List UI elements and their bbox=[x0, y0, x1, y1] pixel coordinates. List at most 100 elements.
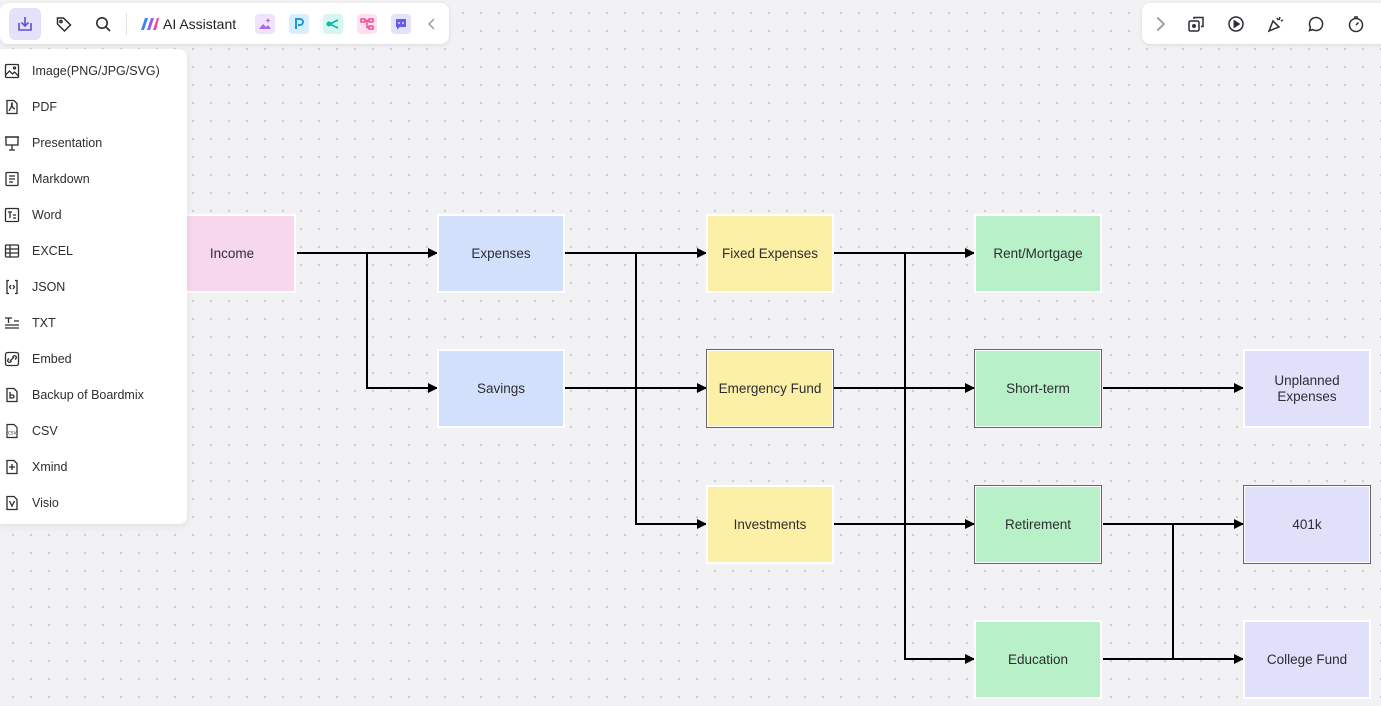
tag-icon bbox=[56, 16, 72, 32]
node-savings[interactable]: Savings bbox=[437, 349, 565, 428]
collapse-toolbar-button[interactable] bbox=[422, 12, 442, 36]
node-retirement[interactable]: Retirement bbox=[974, 485, 1102, 564]
image-generator-app[interactable] bbox=[255, 13, 276, 34]
node-label: Fixed Expenses bbox=[721, 245, 819, 261]
node-label: Investments bbox=[733, 516, 807, 532]
export-word-item[interactable]: Word bbox=[0, 197, 187, 233]
excel-icon bbox=[4, 243, 20, 259]
visio-icon bbox=[4, 495, 20, 511]
node-emergency-fund[interactable]: Emergency Fund bbox=[706, 349, 834, 428]
chat-app-icon bbox=[396, 18, 407, 29]
export-pdf-item[interactable]: PDF bbox=[0, 89, 187, 125]
ai-assistant-button[interactable]: AI Assistant bbox=[134, 8, 242, 40]
node-label: Expenses bbox=[471, 245, 531, 261]
menu-item-label: EXCEL bbox=[32, 244, 73, 258]
node-short-term[interactable]: Short-term bbox=[974, 349, 1102, 428]
node-label: College Fund bbox=[1266, 651, 1348, 667]
export-xmind-item[interactable]: Xmind bbox=[0, 449, 187, 485]
expand-toolbar-button[interactable] bbox=[1148, 12, 1172, 36]
comment-button[interactable] bbox=[1304, 12, 1328, 36]
node-label: Unplanned Expenses bbox=[1274, 372, 1340, 404]
menu-item-label: Presentation bbox=[32, 136, 103, 150]
node-401k[interactable]: 401k bbox=[1243, 485, 1371, 564]
word-icon bbox=[4, 207, 20, 223]
sticker-icon bbox=[1188, 16, 1204, 32]
menu-item-label: TXT bbox=[32, 316, 56, 330]
timer-icon bbox=[1348, 15, 1364, 32]
celebrate-button[interactable] bbox=[1264, 12, 1288, 36]
chat-app[interactable] bbox=[391, 13, 412, 34]
celebrate-icon bbox=[1267, 16, 1284, 32]
node-label: Short-term bbox=[1006, 380, 1070, 396]
node-label: Retirement bbox=[1004, 516, 1072, 532]
image-generator-icon bbox=[259, 17, 272, 29]
txt-icon bbox=[4, 315, 20, 331]
present-button[interactable] bbox=[1224, 12, 1248, 36]
export-menu: Image(PNG/JPG/SVG) PDF Presentation Mark… bbox=[0, 49, 187, 524]
export-json-item[interactable]: JSON bbox=[0, 269, 187, 305]
node-label: Income bbox=[209, 245, 255, 261]
node-college-fund[interactable]: College Fund bbox=[1243, 620, 1371, 699]
node-rent-mortgage[interactable]: Rent/Mortgage bbox=[974, 214, 1102, 293]
toolbar-divider bbox=[126, 12, 127, 35]
export-button[interactable] bbox=[9, 7, 41, 40]
menu-item-label: JSON bbox=[32, 280, 66, 294]
export-image-item[interactable]: Image(PNG/JPG/SVG) bbox=[0, 53, 187, 89]
export-embed-item[interactable]: Embed bbox=[0, 341, 187, 377]
ai-assistant-icon bbox=[141, 17, 159, 30]
flow-app[interactable] bbox=[323, 13, 344, 34]
svg-text:CSV: CSV bbox=[8, 431, 17, 436]
menu-item-label: Markdown bbox=[32, 172, 90, 186]
export-presentation-item[interactable]: Presentation bbox=[0, 125, 187, 161]
presentation-app-icon bbox=[295, 17, 305, 29]
menu-item-label: Embed bbox=[32, 352, 72, 366]
xmind-icon bbox=[4, 459, 20, 475]
timer-button[interactable] bbox=[1344, 12, 1368, 36]
chevron-left-icon bbox=[428, 17, 435, 30]
menu-item-label: Backup of Boardmix bbox=[32, 388, 144, 402]
menu-item-label: Xmind bbox=[32, 460, 68, 474]
chevron-right-icon bbox=[1156, 16, 1166, 31]
mindmap-app[interactable] bbox=[357, 13, 378, 34]
connector-expenses-investments bbox=[635, 253, 707, 529]
node-unplanned-expenses[interactable]: Unplanned Expenses bbox=[1243, 349, 1371, 428]
presentation-app[interactable] bbox=[289, 13, 310, 34]
export-txt-item[interactable]: TXT bbox=[0, 305, 187, 341]
presentation-icon bbox=[4, 135, 20, 151]
node-income[interactable]: Income bbox=[168, 214, 296, 293]
node-expenses[interactable]: Expenses bbox=[437, 214, 565, 293]
export-excel-item[interactable]: EXCEL bbox=[0, 233, 187, 269]
node-fixed-expenses[interactable]: Fixed Expenses bbox=[706, 214, 834, 293]
node-label: 401k bbox=[1292, 516, 1322, 532]
export-visio-item[interactable]: Visio bbox=[0, 485, 187, 521]
export-markdown-item[interactable]: Markdown bbox=[0, 161, 187, 197]
backup-icon bbox=[4, 387, 20, 403]
embed-icon bbox=[4, 351, 20, 367]
node-label: Education bbox=[1007, 651, 1069, 667]
menu-item-label: Visio bbox=[32, 496, 59, 510]
ai-assistant-label: AI Assistant bbox=[163, 15, 237, 32]
search-button[interactable] bbox=[87, 8, 119, 40]
main-toolbar: AI Assistant bbox=[0, 3, 449, 44]
image-icon bbox=[4, 63, 20, 79]
export-backup-item[interactable]: Backup of Boardmix bbox=[0, 377, 187, 413]
search-icon bbox=[96, 16, 111, 32]
mindmap-app-icon bbox=[360, 17, 374, 30]
tag-button[interactable] bbox=[48, 8, 80, 40]
json-icon bbox=[4, 279, 20, 295]
node-education[interactable]: Education bbox=[974, 620, 1102, 699]
menu-item-label: Word bbox=[32, 208, 62, 222]
node-label: Savings bbox=[476, 380, 526, 396]
export-csv-item[interactable]: CSV CSV bbox=[0, 413, 187, 449]
pdf-icon bbox=[4, 99, 20, 115]
connector-income-savings bbox=[366, 253, 438, 393]
play-icon bbox=[1228, 15, 1244, 32]
csv-icon: CSV bbox=[4, 423, 20, 439]
menu-item-label: PDF bbox=[32, 100, 57, 114]
sticker-button[interactable] bbox=[1184, 12, 1208, 36]
node-label: Emergency Fund bbox=[718, 380, 822, 396]
node-investments[interactable]: Investments bbox=[706, 485, 834, 564]
flow-app-icon bbox=[326, 18, 339, 29]
connector-fixed-education bbox=[904, 253, 975, 664]
